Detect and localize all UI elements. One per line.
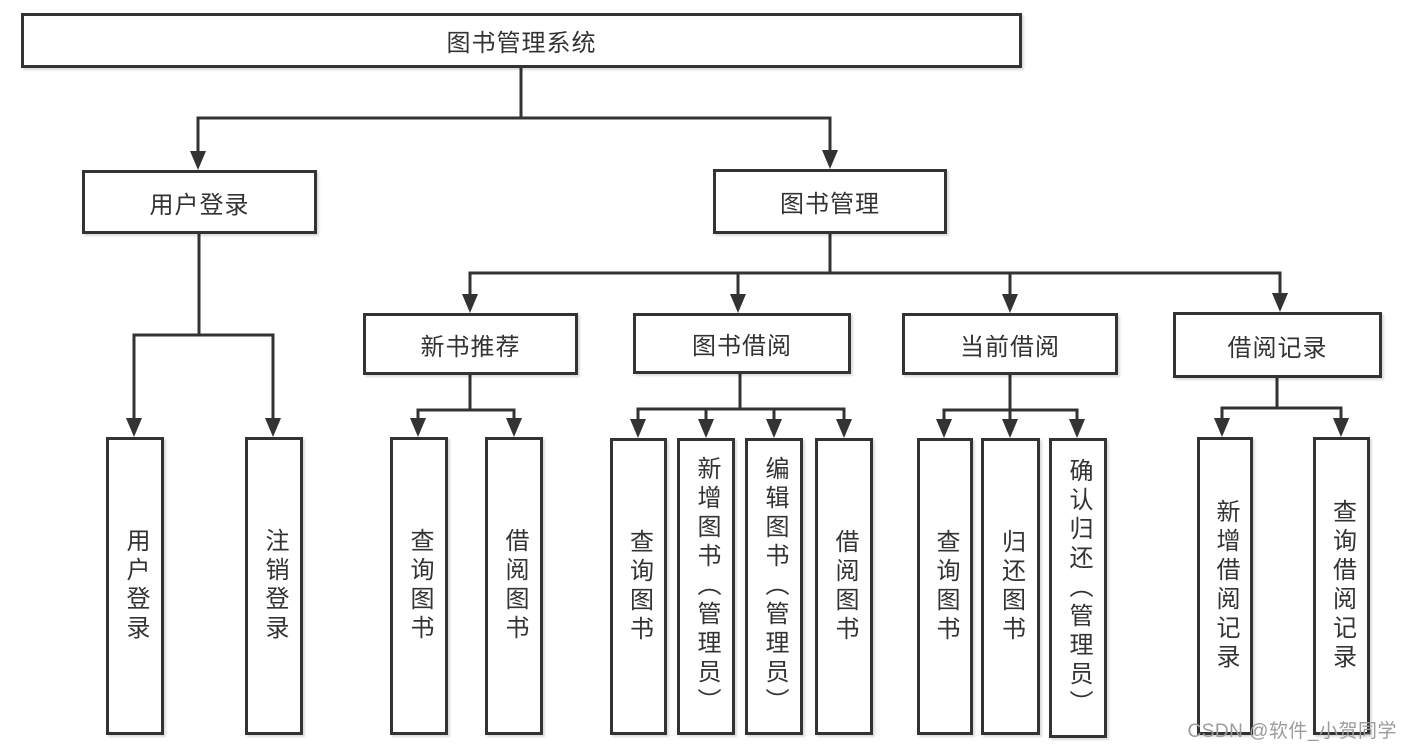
node-borrow-records-label: 借阅记录 [1227,334,1328,362]
node-new-book-recommend-label: 新书推荐 [420,333,521,361]
csdn-watermark: CSDN @软件_小贺同学 [1187,721,1397,742]
leaf-bb-edit-books-admin-label: 编辑图书（管理员） [761,456,788,717]
leaf-bb-add-books-admin-label: 新增图书（管理员） [693,456,720,717]
node-user-login: 用户登录 [82,170,317,234]
leaf-cb-query-books: 查询图书 [917,438,973,735]
leaf-cb-return-books-label: 归还图书 [997,528,1025,645]
node-current-borrow-label: 当前借阅 [960,333,1060,361]
leaf-nbr-borrow-books: 借阅图书 [485,437,543,735]
leaf-cb-confirm-return-admin-label: 确认归还（管理员） [1065,457,1092,719]
leaf-user-login: 用户登录 [106,437,164,735]
leaf-br-add-record: 新增借阅记录 [1197,437,1253,735]
leaf-user-login-label: 用户登录 [122,528,149,644]
leaf-cb-query-books-label: 查询图书 [932,528,959,645]
node-book-borrow-label: 图书借阅 [692,333,792,360]
node-root: 图书管理系统 [21,13,1022,68]
node-new-book-recommend: 新书推荐 [363,313,578,375]
node-book-management-label: 图书管理 [780,191,880,218]
leaf-bb-borrow-books: 借阅图书 [815,438,873,735]
leaf-br-add-record-label: 新增借阅记录 [1212,499,1239,673]
leaf-nbr-query-books-label: 查询图书 [406,528,433,644]
node-user-login-label: 用户登录 [149,191,250,219]
leaf-nbr-query-books: 查询图书 [390,437,448,735]
node-book-borrow: 图书借阅 [633,313,851,374]
leaf-nbr-borrow-books-label: 借阅图书 [501,528,528,644]
leaf-bb-query-books: 查询图书 [610,438,667,735]
leaf-cb-return-books: 归还图书 [981,438,1040,735]
leaf-bb-edit-books-admin: 编辑图书（管理员） [745,438,803,735]
leaf-cb-confirm-return-admin: 确认归还（管理员） [1049,438,1107,738]
node-root-label: 图书管理系统 [446,30,597,57]
leaf-bb-add-books-admin: 新增图书（管理员） [677,438,735,735]
node-current-borrow: 当前借阅 [902,313,1118,375]
node-book-management: 图书管理 [713,169,947,234]
leaf-br-query-record-label: 查询借阅记录 [1328,499,1356,673]
leaf-bb-borrow-books-label: 借阅图书 [831,528,858,645]
leaf-logout: 注销登录 [245,437,303,735]
leaf-br-query-record: 查询借阅记录 [1313,437,1370,735]
node-borrow-records: 借阅记录 [1173,312,1382,378]
leaf-bb-query-books-label: 查询图书 [625,528,653,645]
leaf-logout-label: 注销登录 [261,528,288,644]
